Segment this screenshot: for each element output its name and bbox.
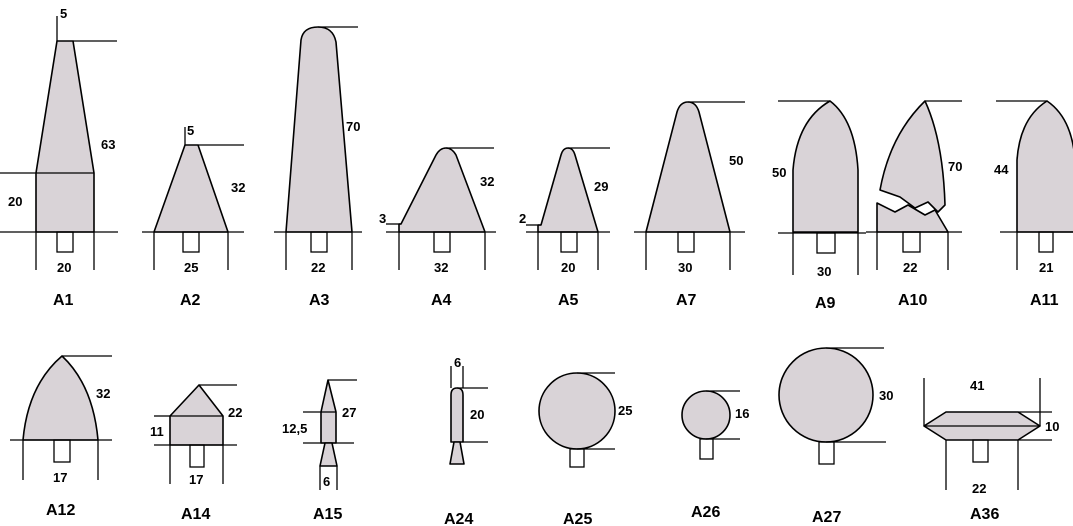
a2-tip-dim: 5 [187, 123, 194, 138]
a3-height-dim: 70 [346, 119, 360, 134]
a4-edge-dim: 3 [379, 211, 386, 226]
a12-label: A12 [46, 502, 75, 519]
a14-height-dim: 22 [228, 405, 242, 420]
a1-cyl-dim: 20 [8, 194, 22, 209]
a4-height-dim: 32 [480, 174, 494, 189]
a2-dia-dim: 25 [184, 260, 198, 275]
a15-label: A15 [313, 506, 342, 523]
a5-dia-dim: 20 [561, 260, 575, 275]
shape-a24: 6 20 A24 [444, 355, 488, 526]
shape-a36: 41 10 22 A36 [923, 378, 1059, 523]
a5-height-dim: 29 [594, 179, 608, 194]
a1-tip-dim: 5 [60, 6, 67, 21]
a7-dia-dim: 30 [678, 260, 692, 275]
shape-a5: 2 29 20 A5 [519, 147, 610, 309]
a11-height-dim: 44 [994, 162, 1009, 177]
a14-cyl-dim: 11 [150, 424, 164, 439]
a10-height-dim: 70 [948, 159, 962, 174]
a7-label: A7 [676, 292, 697, 309]
a9-label: A9 [815, 295, 836, 312]
a2-height-dim: 32 [231, 180, 245, 195]
a26-dia-dim: 16 [735, 406, 749, 421]
a4-label: A4 [431, 292, 452, 309]
a1-height-dim: 63 [101, 137, 115, 152]
a12-height-dim: 32 [96, 386, 110, 401]
shape-a14: 11 22 17 A14 [150, 384, 242, 523]
a1-dia-dim: 20 [57, 260, 71, 275]
a24-height-dim: 20 [470, 407, 484, 422]
a36-dia-dim: 41 [970, 378, 984, 393]
shape-a9: 50 30 A9 [772, 100, 866, 312]
a1-label: A1 [53, 292, 74, 309]
a27-label: A27 [812, 509, 841, 526]
a14-dia-dim: 17 [189, 472, 203, 487]
shape-a26: 16 A26 [681, 390, 749, 521]
a14-label: A14 [181, 506, 210, 523]
a10-label: A10 [898, 292, 927, 309]
a25-dia-dim: 25 [618, 403, 632, 418]
shape-a10: 70 22 A10 [866, 100, 962, 309]
a24-top-dim: 6 [454, 355, 461, 370]
a10-dia-dim: 22 [903, 260, 917, 275]
shape-a15: 12,5 27 6 A15 [282, 379, 357, 523]
shape-a3: 70 22 A3 [274, 26, 362, 309]
a11-dia-dim: 21 [1039, 260, 1053, 275]
a26-label: A26 [691, 504, 720, 521]
a36-height-dim: 10 [1045, 419, 1059, 434]
a15-cyl-dim: 12,5 [282, 421, 307, 436]
a27-dia-dim: 30 [879, 388, 893, 403]
a24-label: A24 [444, 511, 473, 526]
shape-a27: 30 A27 [778, 347, 893, 526]
shape-a4: 3 32 32 A4 [379, 147, 496, 309]
shape-a1: 5 63 20 20 A1 [0, 6, 118, 309]
a9-dia-dim: 30 [817, 264, 831, 279]
a9-height-dim: 50 [772, 165, 786, 180]
a2-label: A2 [180, 292, 201, 309]
shape-a25: 25 A25 [538, 372, 632, 526]
shape-a12: 32 17 A12 [10, 355, 112, 519]
shape-a2: 5 32 25 A2 [142, 123, 245, 309]
a3-dia-dim: 22 [311, 260, 325, 275]
a11-label: A11 [1030, 292, 1059, 309]
a12-dia-dim: 17 [53, 470, 67, 485]
a5-edge-dim: 2 [519, 211, 526, 226]
shape-a11: 44 21 A11 [994, 100, 1073, 309]
a36-label: A36 [970, 506, 999, 523]
a25-label: A25 [563, 511, 592, 526]
a36-shank-dim: 22 [972, 481, 986, 496]
a4-dia-dim: 32 [434, 260, 448, 275]
a7-height-dim: 50 [729, 153, 743, 168]
a3-label: A3 [309, 292, 330, 309]
a5-label: A5 [558, 292, 579, 309]
a15-dia-dim: 6 [323, 474, 330, 489]
shape-a7: 50 30 A7 [634, 101, 745, 309]
a15-height-dim: 27 [342, 405, 356, 420]
